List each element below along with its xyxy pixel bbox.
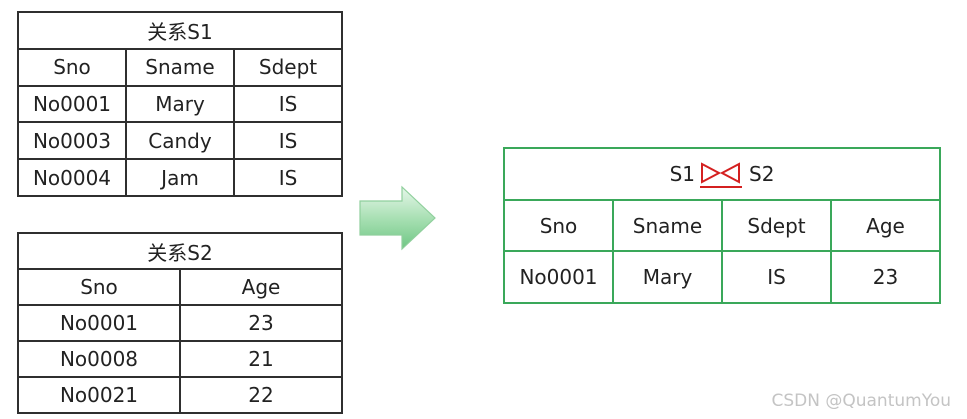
table-header-row: Sno Sname Sdept — [17, 47, 344, 87]
table-cell: 21 — [178, 340, 344, 378]
table-cell: IS — [721, 250, 832, 305]
table-row: No0001 Mary IS 23 — [503, 250, 942, 305]
column-header: Sno — [503, 198, 614, 253]
table-row: No0004 Jam IS — [17, 158, 344, 197]
column-header: Age — [829, 198, 942, 253]
table-cell: No0001 — [503, 250, 614, 305]
column-header: Sname — [125, 47, 235, 87]
table-cell: Jam — [125, 158, 235, 197]
column-header: Sname — [612, 198, 723, 253]
column-header: Sdept — [721, 198, 832, 253]
table-cell: Mary — [612, 250, 723, 305]
table-cell: 23 — [178, 304, 344, 342]
table-cell: IS — [232, 121, 344, 161]
join-right-operand: S2 — [749, 161, 775, 186]
column-header: Sno — [17, 268, 181, 306]
table-row: No0021 22 — [17, 376, 344, 414]
table-cell: 22 — [178, 376, 344, 414]
relation-s2-table: 关系S2 Sno Age No0001 23 No0008 21 No0021 … — [16, 232, 344, 414]
table-cell: No0021 — [17, 376, 181, 414]
relation-s1-table: 关系S1 Sno Sname Sdept No0001 Mary IS No00… — [16, 11, 344, 197]
natural-join-icon — [700, 162, 743, 188]
column-header: Age — [178, 268, 344, 306]
join-result-table: S1 S2 Sno Sname Sdept Age No0001 Mary IS… — [502, 147, 942, 305]
table-row: No0003 Candy IS — [17, 121, 344, 161]
table-row: No0001 Mary IS — [17, 84, 344, 124]
table-row: No0001 23 — [17, 304, 344, 342]
relation-s2-title: 关系S2 — [16, 232, 344, 270]
table-cell: Candy — [125, 121, 235, 161]
table-cell: 23 — [829, 250, 942, 305]
right-arrow-icon — [359, 185, 436, 251]
table-cell: IS — [232, 84, 344, 124]
column-header: Sdept — [232, 47, 344, 87]
column-header: Sno — [17, 47, 127, 87]
table-cell: No0004 — [17, 158, 127, 197]
table-cell: No0003 — [17, 121, 127, 161]
join-left-operand: S1 — [669, 161, 696, 186]
table-cell: Mary — [125, 84, 235, 124]
table-header-row: Sno Sname Sdept Age — [503, 198, 942, 253]
join-result-title: S1 S2 — [502, 147, 942, 201]
table-cell: No0001 — [17, 304, 181, 342]
table-row: No0008 21 — [17, 340, 344, 378]
watermark: CSDN @QuantumYou — [771, 391, 951, 411]
table-cell: IS — [232, 158, 344, 197]
table-cell: No0001 — [17, 84, 127, 124]
relation-s1-title: 关系S1 — [16, 11, 344, 50]
table-header-row: Sno Age — [17, 268, 344, 306]
table-cell: No0008 — [17, 340, 181, 378]
